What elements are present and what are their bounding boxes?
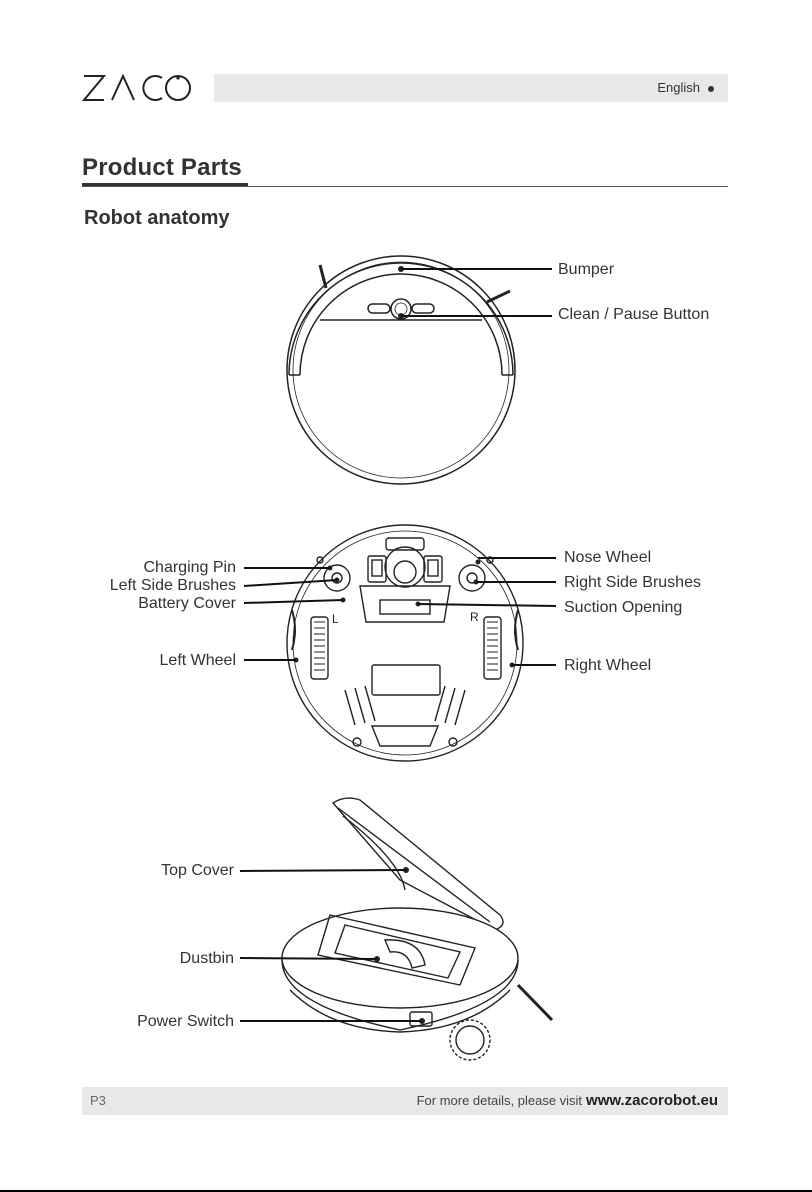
label-right-wheel: Right Wheel xyxy=(564,657,651,675)
label-left-side-brushes: Left Side Brushes xyxy=(110,577,236,595)
left-mark: L xyxy=(332,612,339,626)
right-mark: R xyxy=(470,610,479,624)
page-number: P3 xyxy=(90,1093,106,1108)
robot-bottom-view xyxy=(287,525,523,761)
label-dustbin: Dustbin xyxy=(180,950,234,968)
label-charging-pin: Charging Pin xyxy=(144,559,237,577)
label-nose-wheel: Nose Wheel xyxy=(564,549,651,567)
label-right-side-brushes: Right Side Brushes xyxy=(564,574,701,592)
label-suction-opening: Suction Opening xyxy=(564,599,682,617)
footer-url[interactable]: www.zacorobot.eu xyxy=(586,1092,718,1109)
label-power-switch: Power Switch xyxy=(137,1013,234,1031)
label-top-cover: Top Cover xyxy=(161,862,234,880)
robot-top-view xyxy=(287,256,515,484)
label-bumper: Bumper xyxy=(558,261,614,279)
label-clean-pause-button: Clean / Pause Button xyxy=(558,306,709,324)
label-battery-cover: Battery Cover xyxy=(138,595,236,613)
label-left-wheel: Left Wheel xyxy=(160,652,236,670)
